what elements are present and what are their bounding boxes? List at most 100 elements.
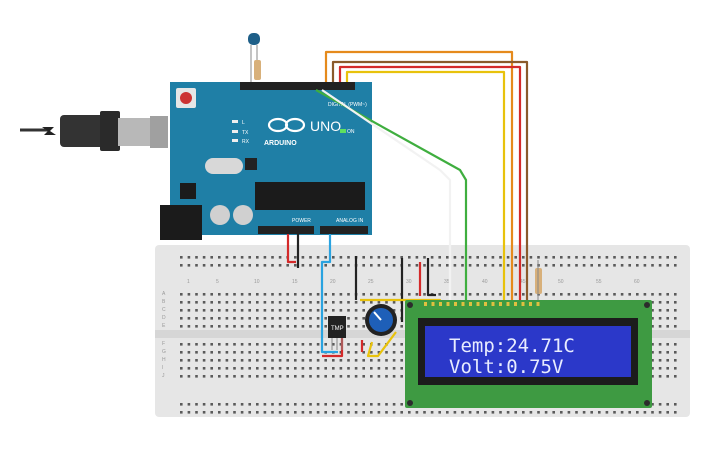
power-jack[interactable] xyxy=(160,205,202,240)
breadboard-hole xyxy=(271,367,274,370)
resistor-led[interactable] xyxy=(254,60,261,80)
temperature-sensor[interactable]: TMP xyxy=(328,316,346,350)
breadboard-hole xyxy=(491,256,495,259)
potentiometer[interactable] xyxy=(365,304,397,336)
wire-red-data[interactable] xyxy=(338,65,522,302)
wire-orange[interactable] xyxy=(324,50,514,302)
breadboard-hole xyxy=(278,309,282,312)
breadboard-hole xyxy=(666,351,669,354)
breadboard-hole xyxy=(286,293,289,296)
breadboard-hole xyxy=(248,293,251,296)
breadboard-hole xyxy=(377,301,381,304)
breadboard-hole xyxy=(362,359,365,362)
breadboard-hole xyxy=(225,317,229,320)
breadboard-hole xyxy=(499,264,502,267)
breadboard-hole xyxy=(651,367,654,370)
breadboard-hole xyxy=(271,317,274,320)
breadboard-hole xyxy=(316,367,320,370)
wire-red-5v[interactable] xyxy=(286,234,296,264)
power-header xyxy=(258,226,314,234)
breadboard-hole xyxy=(286,325,289,328)
breadboard-hole xyxy=(233,325,236,328)
breadboard-hole xyxy=(522,411,525,414)
breadboard-hole xyxy=(658,367,662,370)
breadboard-hole xyxy=(377,256,381,259)
breadboard-hole xyxy=(370,359,373,362)
breadboard-hole xyxy=(544,264,548,267)
breadboard-hole xyxy=(187,351,191,354)
breadboard-hole xyxy=(567,264,571,267)
breadboard-hole xyxy=(187,301,191,304)
svg-text:25: 25 xyxy=(368,279,374,285)
breadboard-hole xyxy=(240,367,244,370)
breadboard-hole xyxy=(400,375,403,378)
breadboard-hole xyxy=(202,317,206,320)
breadboard-hole xyxy=(643,256,647,259)
breadboard-hole xyxy=(271,403,274,406)
breadboard-hole xyxy=(248,351,251,354)
breadboard-hole xyxy=(263,343,267,346)
breadboard-hole xyxy=(575,264,578,267)
breadboard-hole xyxy=(484,256,487,259)
breadboard-hole xyxy=(294,367,297,370)
svg-text:5: 5 xyxy=(216,279,219,285)
breadboard-hole xyxy=(256,264,259,267)
breadboard-hole xyxy=(225,403,229,406)
breadboard-hole xyxy=(362,351,365,354)
breadboard-hole xyxy=(324,359,327,362)
breadboard-hole xyxy=(643,411,647,414)
arduino-board[interactable]: DIGITAL (PWM~) ARDUINO UNO ON L TX RX PO… xyxy=(160,82,372,240)
breadboard-hole xyxy=(278,256,282,259)
breadboard-hole xyxy=(180,264,183,267)
breadboard-hole xyxy=(240,325,244,328)
wire-black-lcd-gnd[interactable] xyxy=(426,258,436,297)
wire-green[interactable] xyxy=(315,89,468,302)
breadboard-hole xyxy=(195,256,198,259)
wire-yellow-data[interactable] xyxy=(345,70,506,302)
breadboard-hole xyxy=(309,264,312,267)
breadboard-hole xyxy=(636,293,639,296)
breadboard-hole xyxy=(339,264,343,267)
breadboard-hole xyxy=(651,403,654,406)
breadboard-hole xyxy=(278,411,282,414)
breadboard-hole xyxy=(301,359,305,362)
breadboard-hole xyxy=(180,403,183,406)
logo-text: ARDUINO xyxy=(264,140,297,147)
breadboard-hole xyxy=(256,411,259,414)
wire-blue-sensor[interactable] xyxy=(320,234,338,354)
breadboard-hole xyxy=(461,411,464,414)
wire-white[interactable] xyxy=(321,89,452,302)
breadboard-hole xyxy=(187,264,191,267)
breadboard-hole xyxy=(438,264,441,267)
breadboard-hole xyxy=(514,256,517,259)
breadboard-hole xyxy=(674,411,677,414)
breadboard-hole xyxy=(339,411,343,414)
breadboard-hole xyxy=(354,325,358,328)
breadboard-hole xyxy=(187,293,191,296)
breadboard-hole xyxy=(377,375,381,378)
led[interactable] xyxy=(248,33,260,82)
breadboard-hole xyxy=(210,403,213,406)
breadboard-hole xyxy=(309,343,312,346)
breadboard-hole xyxy=(225,359,229,362)
breadboard-hole xyxy=(347,411,350,414)
breadboard-hole xyxy=(628,293,631,296)
breadboard-hole xyxy=(271,264,274,267)
breadboard-hole xyxy=(362,301,365,304)
breadboard-hole xyxy=(354,359,358,362)
breadboard-hole xyxy=(666,264,669,267)
breadboard-hole xyxy=(347,375,350,378)
breadboard-hole xyxy=(347,343,350,346)
wire-brown[interactable] xyxy=(331,60,529,302)
breadboard-hole xyxy=(294,351,297,354)
on-label: ON xyxy=(347,129,355,135)
wire-yellow-pot-2[interactable] xyxy=(366,331,397,358)
breadboard-hole xyxy=(301,343,305,346)
breadboard-hole xyxy=(370,351,373,354)
breadboard-hole xyxy=(658,359,662,362)
breadboard-hole xyxy=(674,367,677,370)
breadboard-hole xyxy=(529,411,533,414)
svg-text:J: J xyxy=(162,373,165,379)
breadboard-hole xyxy=(370,403,373,406)
